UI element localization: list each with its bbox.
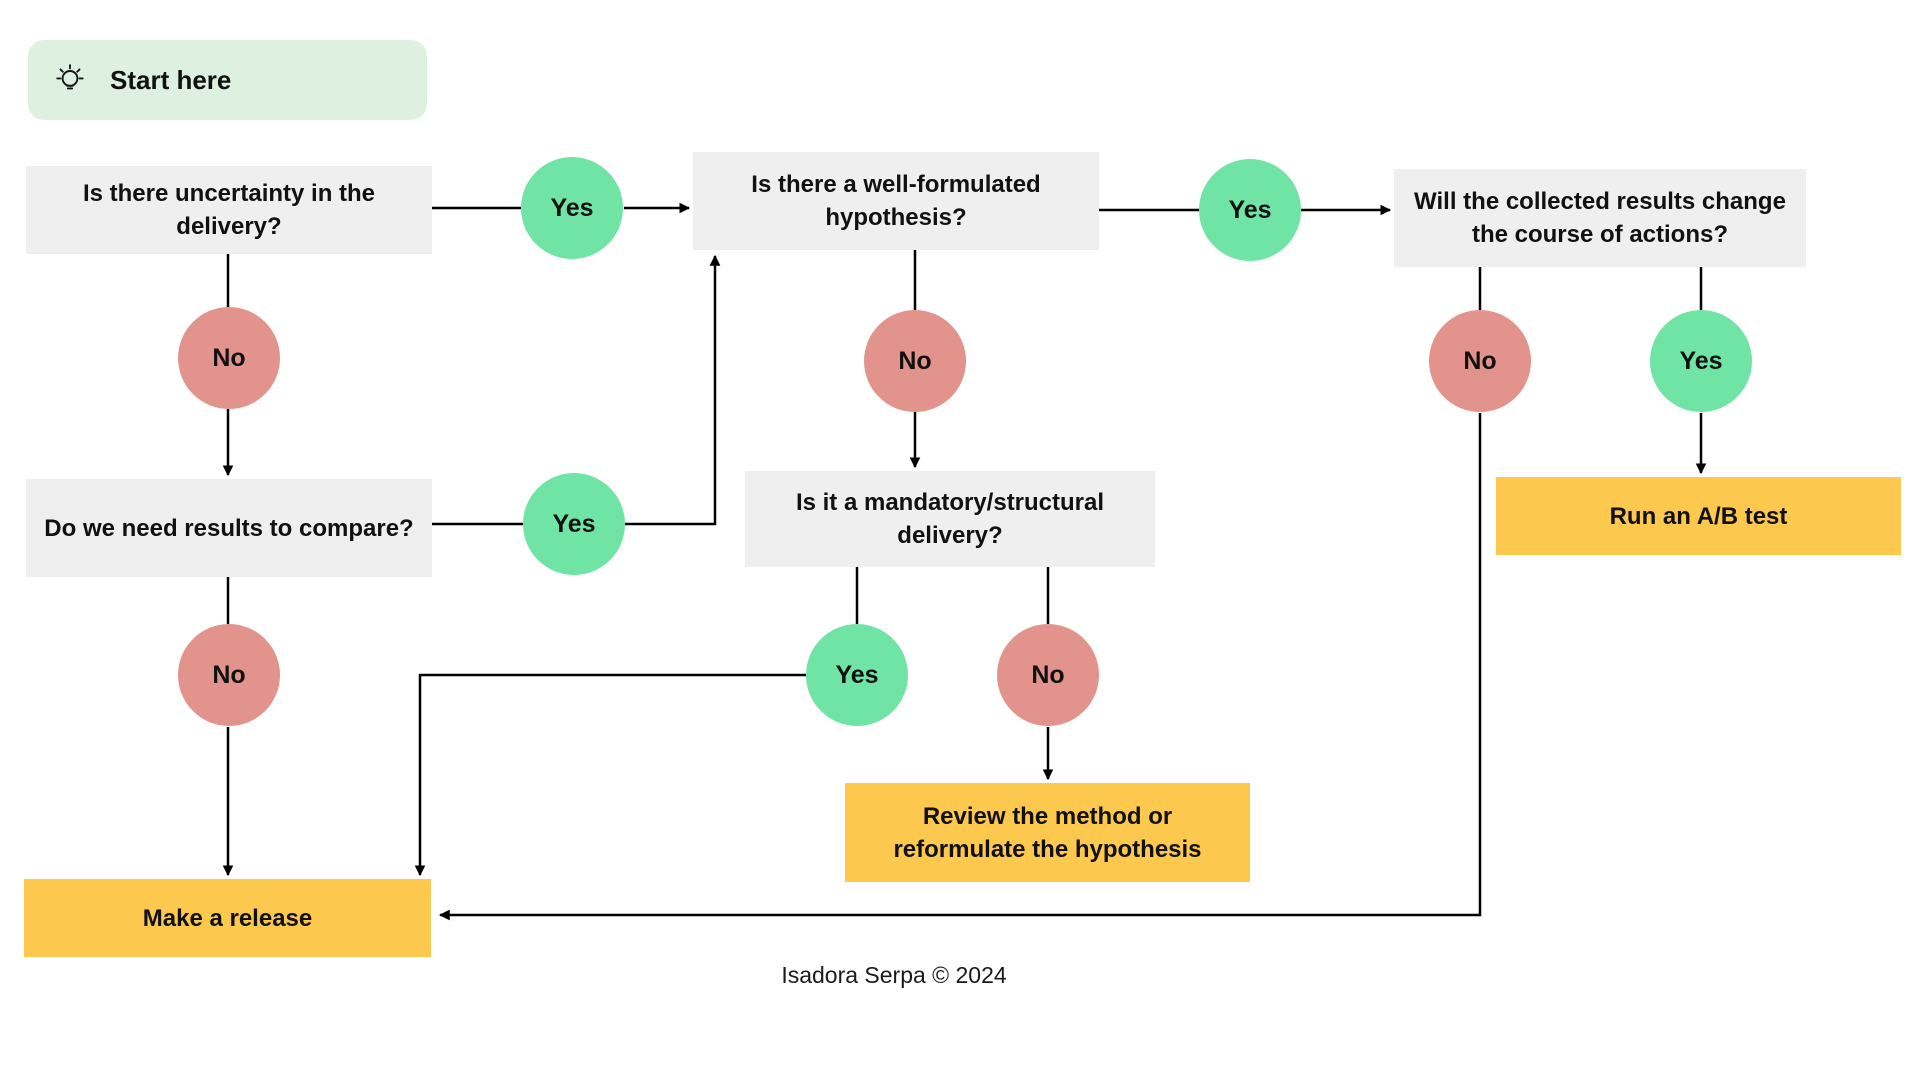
node-q-uncertainty: Is there uncertainty in the delivery? (26, 166, 432, 254)
node-q-mandatory: Is it a mandatory/structural delivery? (745, 471, 1155, 567)
node-label-line: hypothesis? (825, 204, 967, 231)
decision-no-need-results: No (178, 624, 280, 726)
decision-yes-need-results: Yes (523, 473, 625, 575)
decision-no-mandatory: No (997, 624, 1099, 726)
node-review-method: Review the method or reformulate the hyp… (845, 783, 1250, 882)
node-make-release: Make a release (24, 879, 431, 957)
decision-yes-hypothesis: Yes (1199, 159, 1301, 261)
node-label-line: the course of actions? (1471, 221, 1729, 248)
node-label-line: Will the collected results change (1414, 188, 1786, 215)
node-label-line: delivery? (176, 213, 282, 240)
decision-yes-results-change: Yes (1650, 310, 1752, 412)
node-q-need-results: Do we need results to compare? (26, 479, 432, 577)
node-label-line: reformulate the hypothesis (893, 835, 1202, 863)
node-label-line: Is it a mandatory/structural (795, 489, 1105, 516)
decision-no-uncertainty: No (178, 307, 280, 409)
node-label-line: Run an A/B test (1609, 502, 1788, 530)
start-here-note: Start here (28, 40, 427, 120)
decision-no-results-change: No (1429, 310, 1531, 412)
credit-text: Isadora Serpa © 2024 (781, 962, 1007, 988)
decision-no-hypothesis: No (864, 310, 966, 412)
node-label-line: Is there uncertainty in the (82, 180, 376, 207)
node-q-hypothesis: Is there a well-formulated hypothesis? (693, 152, 1099, 250)
start-here-label: Start here (110, 64, 232, 95)
node-label-line: delivery? (897, 522, 1003, 549)
node-label-line: Do we need results to compare? (44, 514, 414, 542)
decision-yes-mandatory: Yes (806, 624, 908, 726)
node-label-line: Review the method or (922, 802, 1173, 830)
node-label-line: Is there a well-formulated (751, 171, 1041, 198)
node-label-line: Make a release (142, 904, 313, 932)
node-q-results-change: Will the collected results change the co… (1394, 169, 1806, 267)
decision-yes-uncertainty: Yes (521, 157, 623, 259)
node-run-ab-test: Run an A/B test (1496, 477, 1901, 555)
lightbulb-icon (52, 62, 88, 98)
